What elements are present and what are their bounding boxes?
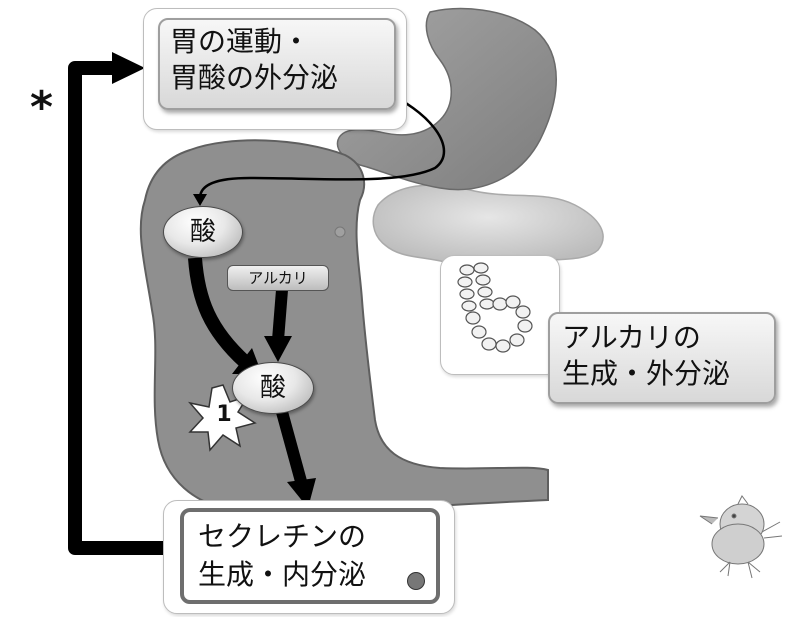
acid-oval-top: 酸 xyxy=(163,206,243,258)
acid-oval-mid: 酸 xyxy=(232,362,314,414)
gastric-motility-box: 胃の運動・ 胃酸の外分泌 xyxy=(158,18,396,110)
alkali-secretion-line2: 生成・外分泌 xyxy=(562,357,731,390)
chick-doodle-icon xyxy=(699,495,783,579)
alkali-secretion-line1: アルカリの xyxy=(562,321,701,354)
pancreas-shape xyxy=(372,184,604,267)
secretin-box: セクレチンの 生成・内分泌 xyxy=(180,508,440,604)
secretin-dot-icon xyxy=(407,572,425,590)
secretin-line1: セクレチンの xyxy=(198,520,367,553)
alkali-pill: アルカリ xyxy=(227,265,329,291)
stomach-shape xyxy=(336,7,557,191)
acinus-cells-icon xyxy=(457,262,533,353)
gastric-motility-line2: 胃酸の外分泌 xyxy=(170,61,339,94)
star-number: 1 xyxy=(216,402,232,427)
right-callout xyxy=(440,255,560,375)
asterisk-mark: * xyxy=(30,82,54,133)
acid-flow-line xyxy=(198,88,446,199)
gastric-motility-line1: 胃の運動・ xyxy=(170,25,311,58)
feedback-arrow xyxy=(68,61,175,555)
alkali-secretion-box: アルカリの 生成・外分泌 xyxy=(548,312,776,404)
secretin-line2: 生成・内分泌 xyxy=(198,558,367,591)
